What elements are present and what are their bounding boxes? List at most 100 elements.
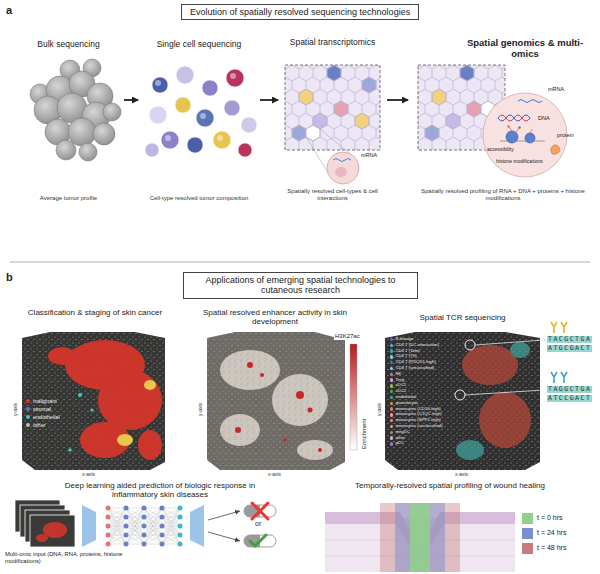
flow-arrow xyxy=(387,99,408,101)
legend-text: t = 0 hrs xyxy=(537,514,562,522)
legend-text: CD4 T (Th) xyxy=(395,354,416,359)
legend-item: granulocytic xyxy=(390,401,418,406)
panel-title: Spatial resolved enhancer activity in sk… xyxy=(200,308,350,326)
stage-caption: Cell-type resolved tumor composition xyxy=(148,195,250,202)
legend-text: stromal xyxy=(33,406,51,412)
legend-text: NK xyxy=(395,372,401,377)
legend-item: stromal xyxy=(26,406,51,412)
legend-item: megDC xyxy=(390,430,410,435)
legend-item: CD4 T (DC interaction) xyxy=(390,343,439,348)
legend-swatch xyxy=(390,367,393,370)
header-text: Applications of emerging spatial technol… xyxy=(192,275,409,296)
legend-text: monocytes (C1QC-high) xyxy=(395,412,441,417)
legend-item: NK xyxy=(390,372,401,377)
legend-text: monocytes (SPP1-high) xyxy=(395,418,440,423)
legend-swatch xyxy=(390,349,393,352)
legend-swatch xyxy=(390,384,393,387)
legend-item: cDC2 xyxy=(390,389,406,394)
legend-item: CD4 T (PDCD1-high) xyxy=(390,360,436,365)
legend-item: other xyxy=(390,436,405,441)
legend-item: pDC xyxy=(390,441,404,446)
axis-label: x-axis xyxy=(268,472,281,478)
panel-title: Spatial TCR sequencing xyxy=(385,313,540,322)
legend-item: other xyxy=(26,422,46,428)
legend-item: monocytes (CD16-high) xyxy=(390,407,441,412)
legend-text: CD4 T (PDCD1-high) xyxy=(395,360,435,365)
axis-label: x-axis xyxy=(455,472,468,478)
callout-label: mRNA xyxy=(361,152,377,158)
legend-swatch xyxy=(390,355,393,358)
legend-text: CD4 T (unclassified) xyxy=(395,366,434,371)
legend-item: t = 24 hrs xyxy=(522,528,566,539)
panel-label: a xyxy=(6,4,12,17)
stage-group: Spatial transcriptomicsSpatially resolve… xyxy=(280,38,385,202)
flow-arrow xyxy=(260,99,278,101)
legend-text: granulocytic xyxy=(395,401,418,406)
stage-caption: Spatially resolved cell-types & cell int… xyxy=(280,188,385,202)
sequence-text: ATGCGACT xyxy=(547,345,592,352)
legend-swatch xyxy=(390,402,393,405)
legend-swatch xyxy=(522,528,533,539)
scale-label: Enrichment xyxy=(361,419,368,449)
legend-text: monocytes (unclassified) xyxy=(395,424,442,429)
sequence-text: ATCCGACT xyxy=(547,395,592,402)
legend-swatch xyxy=(26,415,30,419)
header-text: Evolution of spatially resolved sequenci… xyxy=(190,7,410,17)
legend-text: t = 48 hrs xyxy=(537,544,566,552)
panel-title: Temporally-resolved spatial profiling of… xyxy=(350,481,550,490)
legend-text: CD4 T (Tem) xyxy=(395,349,419,354)
legend-swatch xyxy=(390,413,393,416)
legend-swatch xyxy=(522,543,533,554)
legend-swatch xyxy=(390,431,393,434)
axis-label: y-axis xyxy=(13,403,19,416)
header-box: Evolution of spatially resolved sequenci… xyxy=(181,4,419,20)
legend-swatch xyxy=(390,396,393,399)
legend-swatch xyxy=(522,513,533,524)
legend-text: cDC2 xyxy=(395,389,406,394)
legend-item: monocytes (C1QC-high) xyxy=(390,412,442,417)
callout-label: histone modifications xyxy=(496,159,543,165)
legend-item: endothelial xyxy=(26,414,60,420)
stage-title: Single cell sequencing xyxy=(140,40,258,50)
legend-text: malignant xyxy=(33,398,57,404)
stage-title: Spatial genomics & multi-omics xyxy=(460,38,590,60)
legend-swatch xyxy=(390,338,393,341)
legend-text: endothelial xyxy=(33,414,60,420)
callout-label: DNA xyxy=(538,115,550,121)
legend-swatch xyxy=(390,419,393,422)
legend-swatch xyxy=(390,361,393,364)
legend-swatch xyxy=(26,423,30,427)
stage-title: Spatial transcriptomics xyxy=(280,38,385,48)
legend-item: monocytes (SPP1-high) xyxy=(390,418,441,423)
legend-swatch xyxy=(26,399,30,403)
legend-item: t = 0 hrs xyxy=(522,513,562,524)
legend-item: B-lineage xyxy=(390,337,414,342)
stage-group: Spatial genomics & multi-omicsSpatially … xyxy=(410,38,592,202)
axis-label: y-axis xyxy=(377,403,383,416)
legend-text: endothelial xyxy=(395,395,416,400)
note-label: or xyxy=(255,520,261,528)
legend-item: CD4 T (unclassified) xyxy=(390,366,434,371)
legend-text: B-lineage xyxy=(395,337,413,342)
legend-item: monocytes (unclassified) xyxy=(390,424,443,429)
legend-swatch xyxy=(390,425,393,428)
legend-item: CD4 T (Tem) xyxy=(390,349,420,354)
track-label: H3K27ac xyxy=(334,333,361,340)
legend-item: t = 48 hrs xyxy=(522,543,566,554)
stage-caption: Average tumor profile xyxy=(15,195,122,202)
legend-swatch xyxy=(390,373,393,376)
axis-label: x-axis xyxy=(82,472,95,478)
legend-text: other xyxy=(395,436,405,441)
legend-swatch xyxy=(26,407,30,411)
legend-swatch xyxy=(390,344,393,347)
flow-arrow xyxy=(124,99,138,101)
callout-label: protein xyxy=(557,132,574,138)
legend-swatch xyxy=(390,378,393,381)
sequence-text: TAGGCTGA xyxy=(547,386,592,393)
legend-text: pDC xyxy=(395,441,404,446)
stage-group: Single cell sequencingCell-type resolved… xyxy=(140,38,258,202)
legend-swatch xyxy=(390,442,393,445)
legend-text: Treg xyxy=(395,378,404,383)
callout-label: mRNA xyxy=(548,86,564,92)
